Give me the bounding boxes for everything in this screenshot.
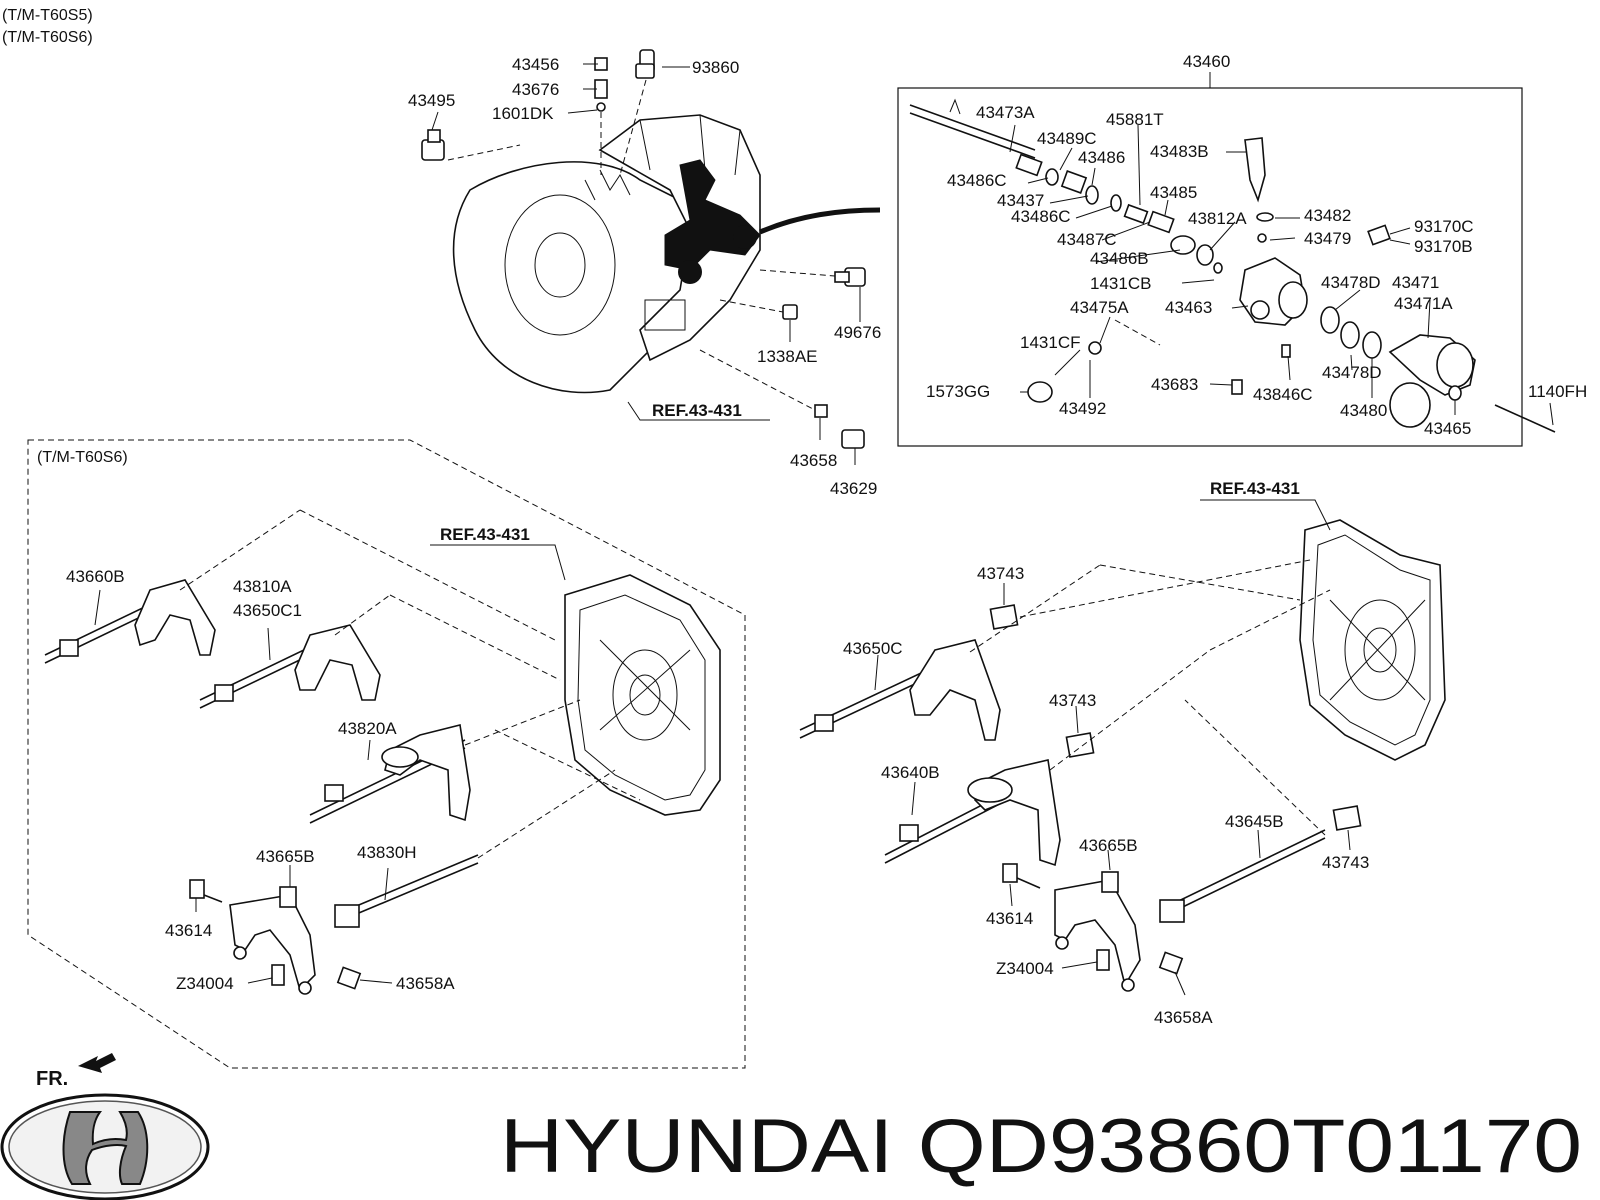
- part-label-43743-a: 43743: [977, 564, 1024, 583]
- part-label-Z34004-right: Z34004: [996, 959, 1054, 978]
- brand-part-number: HYUNDAI QD93860T01170: [500, 1104, 1582, 1189]
- part-label-43614-left: 43614: [165, 921, 212, 940]
- right-group-leader-lines: [874, 559, 1351, 996]
- part-label-43683: 43683: [1151, 375, 1198, 394]
- part-label-49676: 49676: [834, 323, 881, 342]
- part-label-43830H: 43830H: [357, 843, 417, 862]
- part-label-43486: 43486: [1078, 148, 1125, 167]
- part-label-43489C: 43489C: [1037, 129, 1097, 148]
- left-group-leader-lines: [94, 509, 641, 984]
- variant-label-lower-group: (T/M-T60S6): [37, 449, 128, 466]
- part-label-1601DK: 1601DK: [492, 104, 554, 123]
- part-label-43665B-left: 43665B: [256, 847, 315, 866]
- part-label-43665B-right: 43665B: [1079, 836, 1138, 855]
- part-label-43658: 43658: [790, 451, 837, 470]
- variant-label-t60s5: (T/M-T60S5): [2, 7, 93, 24]
- part-label-43471A: 43471A: [1394, 294, 1453, 313]
- front-arrow-icon: [78, 1053, 116, 1073]
- left-housing-drawing: [564, 574, 721, 816]
- top-fasteners-drawing: [421, 49, 866, 449]
- variant-label-t60s6: (T/M-T60S6): [2, 29, 93, 46]
- part-label-1573GG: 1573GG: [926, 382, 990, 401]
- shift-control-leader-lines: [1009, 124, 1554, 426]
- part-label-43475A: 43475A: [1070, 298, 1129, 317]
- part-label-1431CB: 1431CB: [1090, 274, 1151, 293]
- part-label-43846C: 43846C: [1253, 385, 1313, 404]
- part-label-43465: 43465: [1424, 419, 1471, 438]
- part-label-1140FH: 1140FH: [1528, 382, 1587, 401]
- part-label-43471: 43471: [1392, 273, 1439, 292]
- part-label-43463: 43463: [1165, 298, 1212, 317]
- part-label-43478D-a: 43478D: [1321, 273, 1381, 292]
- shift-control-parts-drawing: [909, 98, 1556, 433]
- part-label-Z34004-left: Z34004: [176, 974, 234, 993]
- part-label-43460: 43460: [1183, 52, 1230, 71]
- part-label-43479: 43479: [1304, 229, 1351, 248]
- part-label-43743-c: 43743: [1322, 853, 1369, 872]
- part-label-93170B: 93170B: [1414, 237, 1473, 256]
- left-shift-forks-drawing: [44, 579, 479, 995]
- part-label-43812A: 43812A: [1188, 209, 1247, 228]
- part-label-43658A-right: 43658A: [1154, 1008, 1213, 1027]
- part-label-43485: 43485: [1150, 183, 1197, 202]
- fr-label: FR.: [36, 1068, 68, 1090]
- part-label-43650C1: 43650C1: [233, 601, 302, 620]
- lower-left-group-boundary: [27, 439, 746, 1069]
- part-label-43660B: 43660B: [66, 567, 125, 586]
- part-label-43650C: 43650C: [843, 639, 903, 658]
- part-label-43480: 43480: [1340, 401, 1387, 420]
- part-label-93170C: 93170C: [1414, 217, 1474, 236]
- ref-label-top: REF.43-431: [652, 401, 742, 420]
- part-label-43614-right: 43614: [986, 909, 1033, 928]
- part-label-43645B: 43645B: [1225, 812, 1284, 831]
- part-label-43483B: 43483B: [1150, 142, 1209, 161]
- part-label-43486B: 43486B: [1090, 249, 1149, 268]
- top-leader-lines: [431, 63, 861, 465]
- part-label-1431CF: 1431CF: [1020, 333, 1080, 352]
- part-label-43482: 43482: [1304, 206, 1351, 225]
- ref-label-left: REF.43-431: [440, 525, 530, 544]
- part-label-93860: 93860: [692, 58, 739, 77]
- part-label-43437: 43437: [997, 191, 1044, 210]
- part-label-43743-b: 43743: [1049, 691, 1096, 710]
- part-label-43478D-b: 43478D: [1322, 363, 1382, 382]
- part-label-43487C: 43487C: [1057, 230, 1117, 249]
- part-label-43456: 43456: [512, 55, 559, 74]
- ref-label-right: REF.43-431: [1210, 479, 1300, 498]
- part-label-1338AE: 1338AE: [757, 347, 818, 366]
- part-label-43486C-b: 43486C: [1011, 207, 1071, 226]
- part-label-43629: 43629: [830, 479, 877, 498]
- part-label-43640B: 43640B: [881, 763, 940, 782]
- part-label-43486C-a: 43486C: [947, 171, 1007, 190]
- right-shift-forks-drawing: [799, 604, 1362, 992]
- transmission-case-drawing: [452, 114, 881, 394]
- part-label-43810A: 43810A: [233, 577, 292, 596]
- hyundai-logo-icon: [0, 1093, 210, 1200]
- part-label-43820A: 43820A: [338, 719, 397, 738]
- part-label-43495: 43495: [408, 91, 455, 110]
- part-label-43658A-left: 43658A: [396, 974, 455, 993]
- part-label-43676: 43676: [512, 80, 559, 99]
- part-label-43473A: 43473A: [976, 103, 1035, 122]
- part-label-45881T: 45881T: [1106, 110, 1164, 129]
- front-direction-indicator: FR.: [36, 1053, 116, 1090]
- right-housing-drawing: [1299, 519, 1446, 761]
- part-label-43492: 43492: [1059, 399, 1106, 418]
